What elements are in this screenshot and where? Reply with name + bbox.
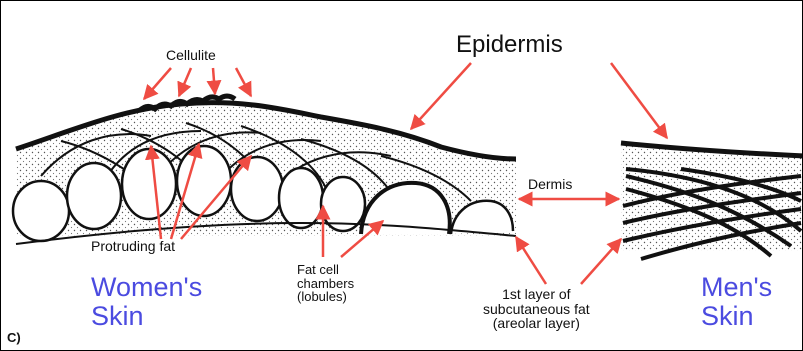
womens-skin-title: Women's Skin bbox=[91, 273, 202, 331]
panel-letter: C) bbox=[7, 331, 21, 345]
protruding-fat-label: Protruding fat bbox=[91, 239, 175, 254]
cellulite-label: Cellulite bbox=[166, 48, 216, 63]
subcutaneous-label: 1st layer of subcutaneous fat (areolar l… bbox=[483, 287, 590, 331]
mens-skin-title: Men's Skin bbox=[701, 273, 772, 331]
dermis-label: Dermis bbox=[528, 177, 572, 192]
epidermis-label: Epidermis bbox=[456, 32, 563, 57]
fat-cell-chambers-label: Fat cell chambers (lobules) bbox=[297, 263, 354, 304]
